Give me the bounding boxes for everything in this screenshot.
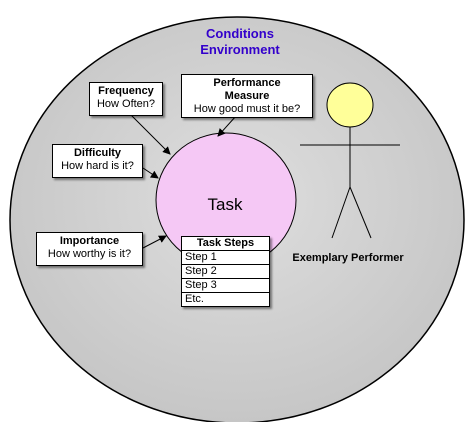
frequency-question: How Often? (96, 98, 156, 110)
stick-figure-icon (300, 82, 400, 239)
difficulty-question: How hard is it? (61, 160, 134, 172)
environment-title-line1: Conditions (206, 26, 274, 41)
performance-measure-box: Performance Measure How good must it be? (181, 74, 313, 118)
difficulty-heading: Difficulty (73, 147, 122, 159)
exemplary-performer-label: Exemplary Performer (292, 252, 404, 264)
task-step-row: Step 1 (182, 251, 269, 265)
performance-heading-line1: Performance (213, 77, 281, 89)
task-step-row: Step 2 (182, 265, 269, 279)
importance-box: Importance How worthy is it? (36, 232, 143, 266)
performance-question: How good must it be? (193, 103, 301, 115)
frequency-arrow (129, 113, 171, 155)
task-step-row: Step 3 (182, 279, 269, 293)
environment-title-line2: Environment (200, 42, 280, 57)
frequency-heading: Frequency (98, 85, 154, 97)
difficulty-arrow (142, 167, 159, 179)
importance-arrow (142, 235, 167, 249)
task-step-row: Etc. (185, 293, 204, 305)
task-steps-heading: Task Steps (182, 237, 269, 251)
task-steps-table: Task Steps Step 1 Step 2 Step 3 Etc. (181, 236, 270, 307)
performance-heading-line2: Measure (224, 90, 270, 102)
stick-figure-head (326, 82, 374, 128)
environment-title: Conditions Environment (170, 26, 310, 58)
performance-arrow (217, 115, 237, 137)
frequency-box: Frequency How Often? (89, 82, 163, 116)
importance-question: How worthy is it? (47, 248, 132, 260)
task-label: Task (207, 195, 243, 214)
difficulty-box: Difficulty How hard is it? (52, 144, 143, 178)
importance-heading: Importance (59, 235, 120, 247)
